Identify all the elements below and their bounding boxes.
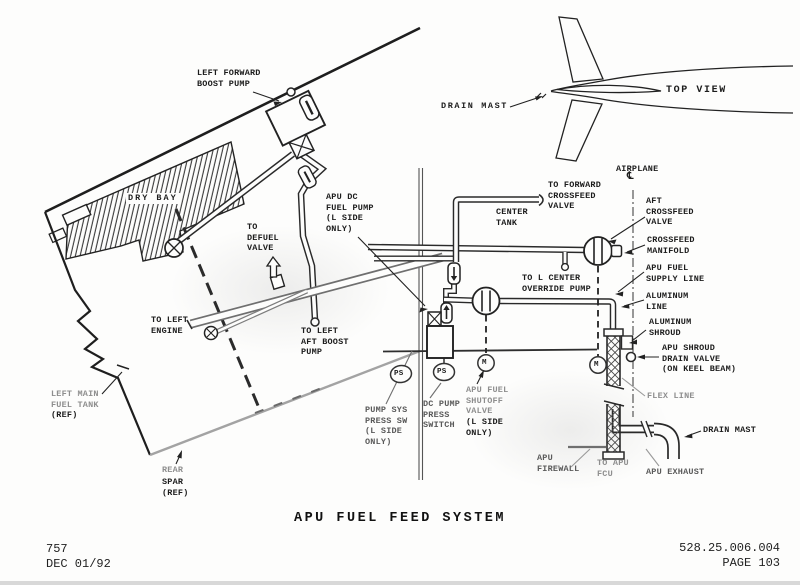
airplane-top-view bbox=[536, 16, 794, 162]
label-dry-bay: DRY BAY bbox=[126, 193, 180, 204]
vertical-fin bbox=[556, 84, 662, 94]
defuel-valve bbox=[164, 238, 184, 258]
m2-motor-label: M bbox=[594, 361, 599, 369]
baffle-dashed-line bbox=[174, 208, 261, 409]
label-apu-fuel-shutoff-valve: APU FUEL SHUTOFF VALVE bbox=[466, 385, 509, 416]
label-rear-spar-1: REAR bbox=[162, 465, 184, 475]
check-valve-down bbox=[447, 262, 461, 285]
keel-line bbox=[382, 348, 598, 353]
left-stabilizer bbox=[555, 99, 603, 162]
figure-title: APU FUEL FEED SYSTEM bbox=[293, 511, 507, 526]
left-forward-boost-pump-assembly bbox=[264, 87, 327, 189]
label-dc-pump-press-switch: DC PUMP PRESS SWITCH bbox=[423, 399, 461, 430]
dc-pump-leader bbox=[429, 382, 442, 399]
label-aluminum-line: ALUMINUM LINE bbox=[646, 291, 689, 312]
crossfeed-manifold-stub bbox=[610, 244, 623, 258]
centerline-symbol: ℄ bbox=[627, 172, 634, 183]
shroud-drain-valve bbox=[625, 351, 637, 363]
conduit-fitting bbox=[286, 87, 296, 97]
label-left-forward-boost-pump: LEFT FORWARD BOOST PUMP bbox=[197, 68, 261, 89]
label-airplane: AIRPLANE bbox=[616, 164, 659, 174]
label-center-tank: CENTER TANK bbox=[496, 207, 528, 228]
label-to-defuel-valve: TO DEFUEL VALVE bbox=[247, 222, 279, 253]
tank-outline bbox=[43, 26, 421, 456]
label-apu-fuel-shutoff-valve-side: (L SIDE ONLY) bbox=[466, 417, 504, 438]
right-stabilizer bbox=[558, 16, 604, 83]
label-rear-spar-2: SPAR (REF) bbox=[162, 477, 189, 498]
label-left-main-fuel-tank: LEFT MAIN FUEL TANK bbox=[51, 389, 99, 410]
ps2-sensor-label: PS bbox=[437, 368, 447, 376]
aluminum-shroud bbox=[602, 328, 637, 460]
label-crossfeed-manifold: CROSSFEED MANIFOLD bbox=[647, 235, 695, 256]
label-top-view: TOP VIEW bbox=[666, 85, 727, 96]
defuel-tee bbox=[265, 255, 286, 291]
label-apu-dc-fuel-pump: APU DC FUEL PUMP (L SIDE ONLY) bbox=[326, 192, 374, 234]
rear-spar-dashes bbox=[254, 384, 331, 414]
ps1-sensor-label: PS bbox=[394, 370, 404, 378]
label-flex-line: FLEX LINE bbox=[647, 391, 695, 401]
flow-arrow-up bbox=[265, 255, 282, 278]
label-apu-firewall: APU FIREWALL bbox=[537, 453, 580, 474]
label-drain-mast-top: DRAIN MAST bbox=[441, 101, 509, 111]
apu-fuel-shutoff-valve bbox=[471, 286, 501, 353]
sensor-bubbles bbox=[389, 354, 607, 384]
fuselage-bottom bbox=[550, 90, 794, 114]
scan-bottom-edge bbox=[0, 581, 800, 585]
pipe-break-symbol bbox=[640, 420, 653, 438]
label-to-l-center-override-pump: TO L CENTER OVERRIDE PUMP bbox=[522, 273, 591, 294]
label-to-apu-fcu: TO APU FCU bbox=[597, 458, 629, 479]
access-panel bbox=[48, 203, 92, 244]
drain-mast-top-leader bbox=[509, 96, 543, 108]
label-to-left-aft-boost-pump: TO LEFT AFT BOOST PUMP bbox=[301, 326, 349, 357]
rear-spar-line bbox=[149, 349, 421, 457]
label-apu-exhaust: APU EXHAUST bbox=[646, 467, 705, 477]
footer-doc-number: 528.25.006.004 PAGE 103 bbox=[679, 541, 780, 570]
label-to-left-engine: TO LEFT ENGINE bbox=[151, 315, 189, 336]
fuselage-top bbox=[550, 65, 794, 92]
apu-dc-fuel-pump-assembly bbox=[426, 311, 454, 365]
label-drain-mast-bottom: DRAIN MAST bbox=[703, 425, 757, 435]
label-apu-shroud-drain-valve: APU SHROUD DRAIN VALVE (ON KEEL BEAM) bbox=[662, 343, 737, 374]
leader-arrowheads bbox=[177, 101, 693, 459]
label-aluminum-shroud: ALUMINUM SHROUD bbox=[649, 317, 692, 338]
pipe-open-ends bbox=[186, 193, 570, 330]
label-left-main-fuel-tank-ref: (REF) bbox=[51, 410, 78, 420]
m1-motor-label: M bbox=[482, 359, 487, 367]
footer-model-date: 757 DEC 01/92 bbox=[46, 542, 111, 571]
scavenge-fitting bbox=[203, 325, 219, 341]
label-apu-fuel-supply-line: APU FUEL SUPPLY LINE bbox=[646, 263, 705, 284]
aft-crossfeed-valve bbox=[583, 236, 623, 356]
side-of-body-line bbox=[418, 168, 424, 480]
label-pump-sys-press-sw: PUMP SYS PRESS SW (L SIDE ONLY) bbox=[365, 405, 408, 447]
drain-mast bbox=[653, 422, 680, 459]
check-valve-up bbox=[440, 302, 453, 324]
label-aft-crossfeed-valve: AFT CROSSFEED VALVE bbox=[646, 196, 694, 227]
label-to-forward-crossfeed-valve: TO FORWARD CROSSFEED VALVE bbox=[548, 180, 602, 211]
